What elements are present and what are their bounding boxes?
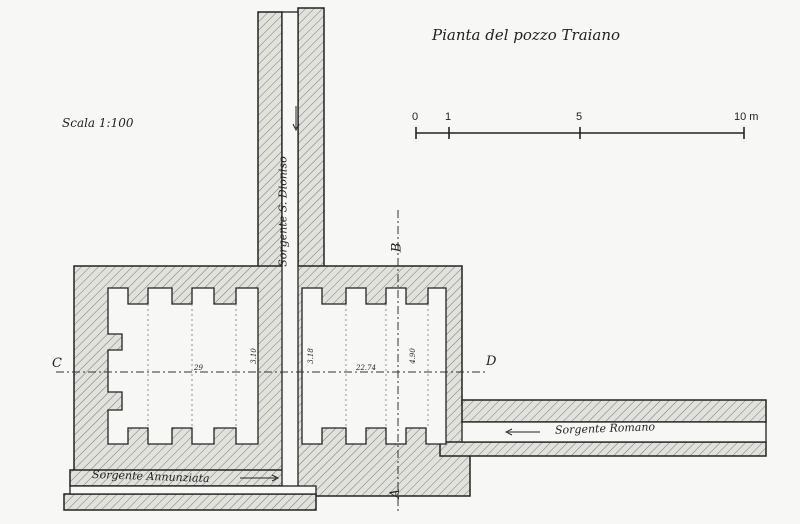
plan-title: Pianta del pozzo Traiano (432, 26, 621, 44)
scale-label: Scala 1:100 (62, 116, 134, 130)
north-shaft-wall-west (257, 11, 283, 269)
north-shaft-wall-east (297, 7, 325, 269)
east-chamber (301, 287, 447, 445)
scale-bar (415, 127, 745, 139)
scale-tick-label-10: 10 m (734, 111, 759, 123)
section-marker-d: D (486, 354, 497, 369)
source-label-north: Sorgente S. Dioniso (276, 156, 290, 267)
dimension-label: 3.18 (306, 348, 315, 364)
west-channel (69, 485, 317, 495)
bay-lines (147, 304, 429, 428)
dimension-label: 29 (194, 364, 203, 372)
east-channel (461, 421, 767, 443)
scale-tick-label-5: 5 (576, 111, 583, 123)
section-marker-b: B (389, 242, 405, 253)
west-conduit-wall-south (63, 493, 317, 511)
scale-tick-label-1: 1 (445, 111, 452, 123)
dimension-label: 4.90 (408, 348, 417, 364)
flow-arrows (240, 106, 540, 482)
dimension-label: 22.74 (356, 364, 377, 372)
section-marker-c: C (52, 356, 62, 371)
interior-voids (69, 11, 767, 495)
west-chamber (107, 287, 259, 445)
scale-tick-label-0: 0 (412, 111, 419, 123)
section-marker-a: A (388, 488, 404, 499)
section-lines (56, 210, 488, 512)
east-conduit-wall-north (461, 399, 767, 423)
dimension-label: 3.10 (249, 348, 258, 364)
east-conduit-wall-south (439, 441, 767, 457)
